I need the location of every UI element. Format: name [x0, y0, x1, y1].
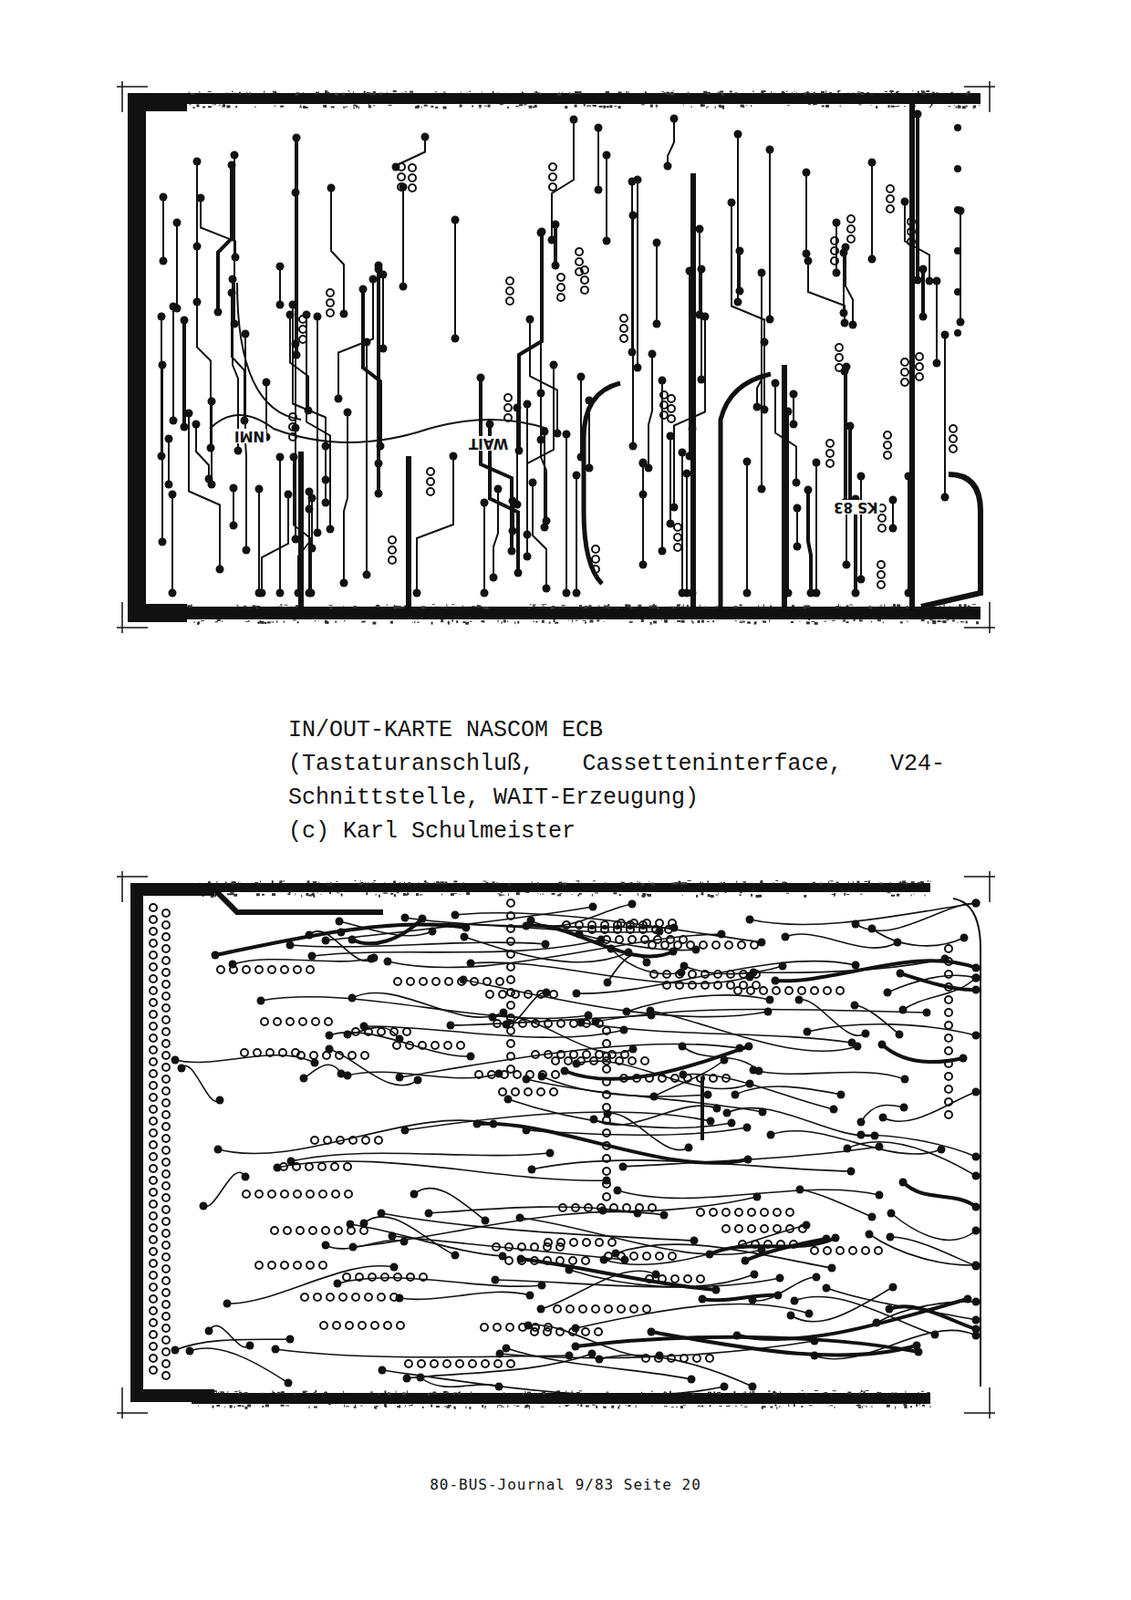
silkscreen-label: KS 83: [831, 499, 881, 515]
copyright-note: (c) Karl Schulmeister: [288, 814, 945, 849]
pcb-solder-side: [136, 880, 981, 1410]
caption-block: IN/OUT-KARTE NASCOM ECB(Tastaturanschluß…: [288, 713, 945, 849]
silkscreen-label: NMI: [232, 428, 267, 444]
page-footer: 80-BUS-Journal 9/83 Seite 20: [0, 1475, 1131, 1494]
pcb-component-side: [136, 90, 981, 625]
registration-mark: [116, 81, 996, 633]
registration-mark: [116, 871, 996, 1419]
title-text: IN/OUT-KARTE NASCOM ECB: [288, 713, 945, 748]
silkscreen-label: WAIT: [466, 435, 510, 451]
caption-text: (Tastaturanschluß, Cassetteninterface, V…: [288, 747, 945, 815]
